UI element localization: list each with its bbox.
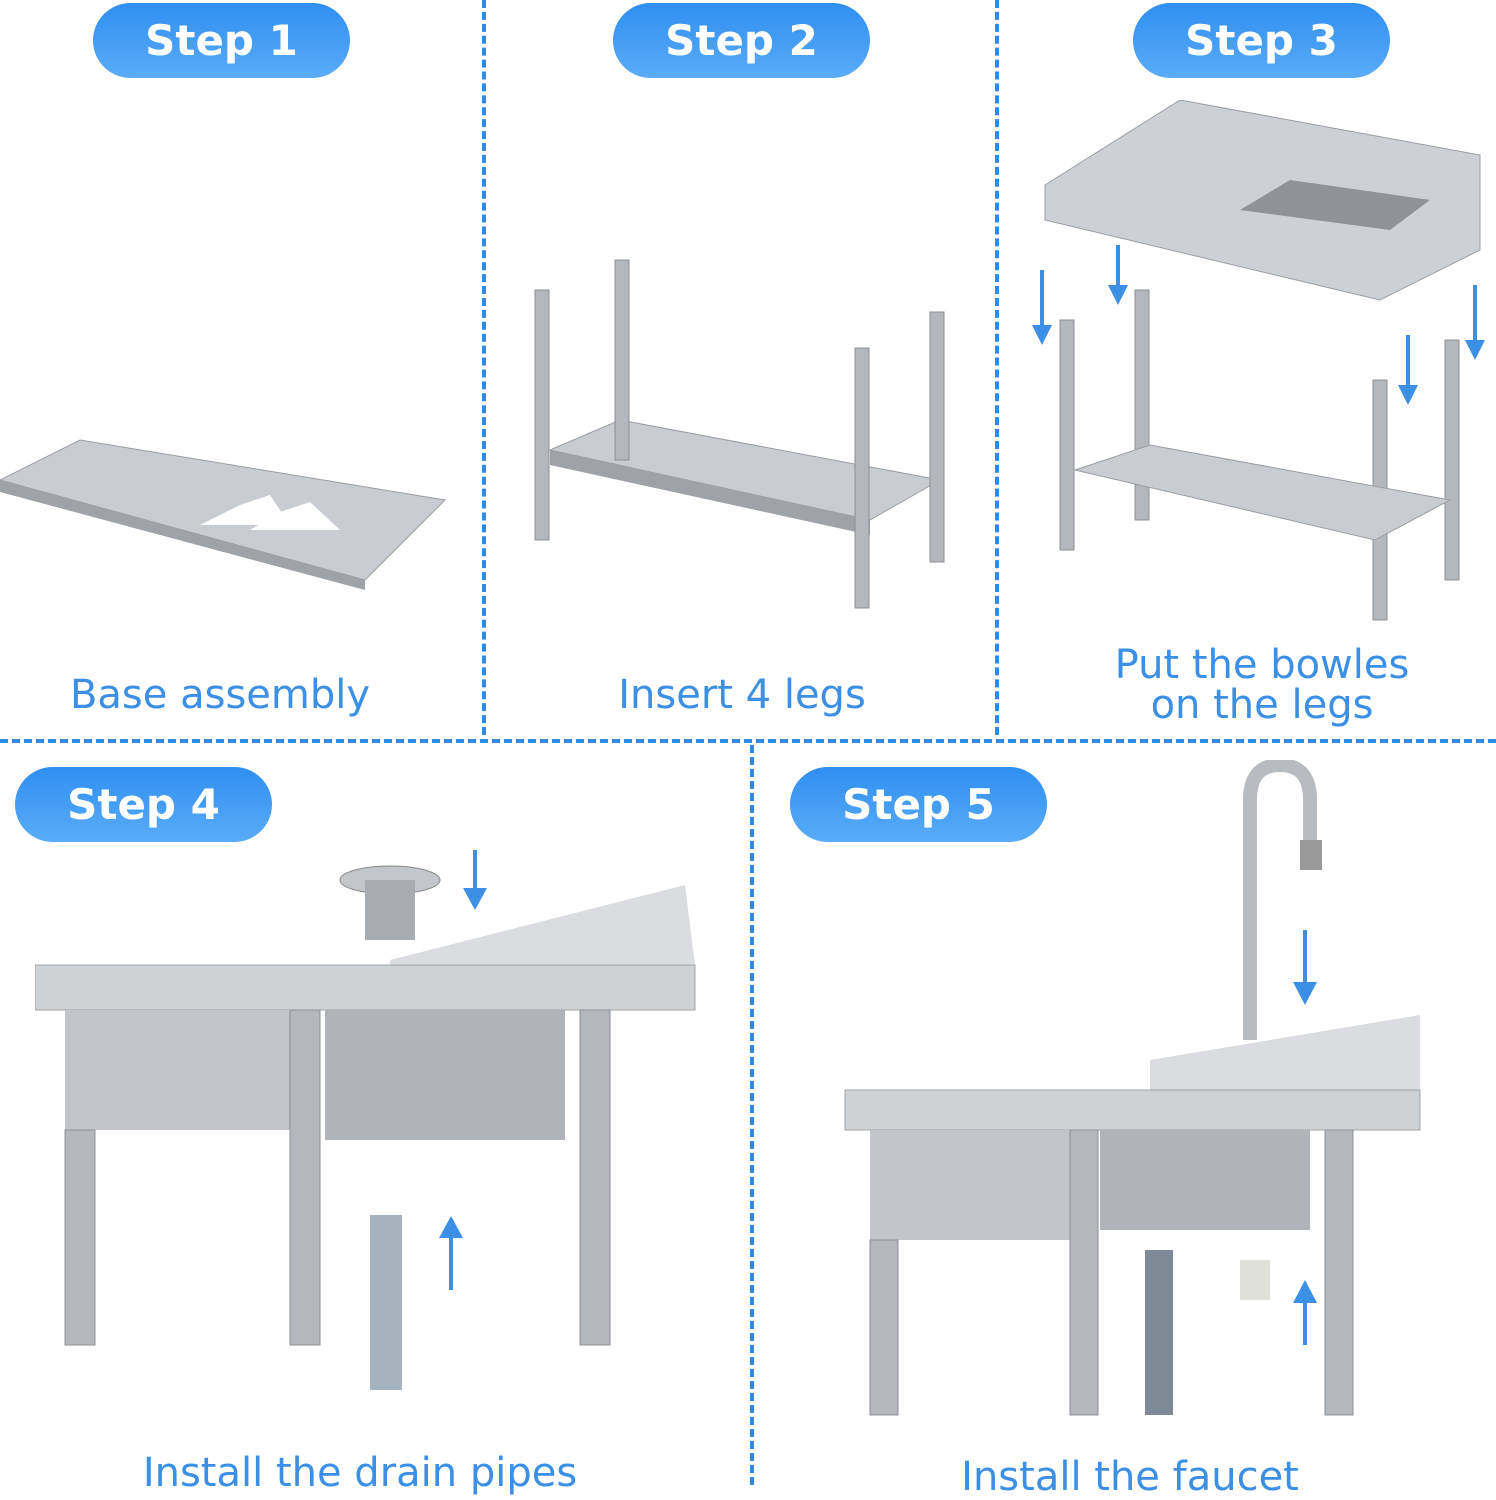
base-shelf-illustration (0, 439, 447, 590)
step-4-caption: Install the drain pipes (142, 1450, 578, 1496)
step-2-caption: Insert 4 legs (618, 672, 866, 718)
divider-1-2 (482, 0, 486, 735)
step-4-badge: Step 4 (15, 767, 272, 842)
divider-row (0, 739, 1496, 743)
divider-2-3 (995, 0, 999, 735)
step-1-caption: Base assembly (69, 672, 371, 718)
step-5-badge: Step 5 (790, 767, 1047, 842)
step-1-badge: Step 1 (93, 3, 350, 78)
sink-on-legs-illustration (1032, 100, 1485, 621)
step-2-badge: Step 2 (613, 3, 870, 78)
step-3-caption-line-1: Put the bowles (1114, 642, 1410, 688)
step-3-badge: Step 3 (1133, 3, 1390, 78)
step-5-caption: Install the faucet (961, 1454, 1299, 1500)
divider-4-5 (750, 745, 754, 1485)
faucet-install-illustration (844, 760, 1421, 1416)
drain-install-illustration (35, 850, 696, 1390)
legs-shelf-illustration (534, 259, 945, 609)
step-3-caption-line-2: on the legs (1150, 682, 1374, 728)
